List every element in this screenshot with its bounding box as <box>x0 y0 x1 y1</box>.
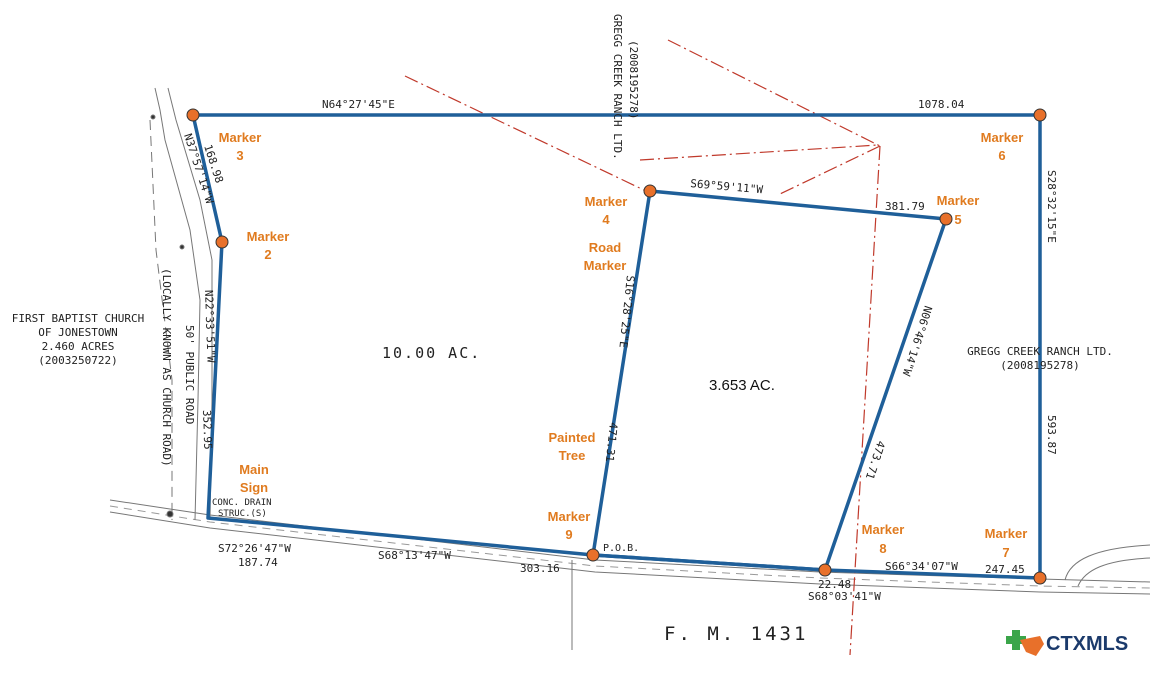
marker-dot-2 <box>215 235 229 249</box>
public-road-line1: 50' PUBLIC ROAD <box>183 325 196 424</box>
north-distance: 1078.04 <box>918 98 965 111</box>
inner-left-distance: 471.31 <box>603 422 620 463</box>
marker-7-label-b: 7 <box>1002 545 1009 560</box>
texas-icon <box>1006 630 1044 656</box>
inner-left-bearing: S16°28'25"E <box>616 275 637 349</box>
drain-label-2: STRUC.(S) <box>218 509 267 519</box>
left-doc: (2003250722) <box>38 354 117 367</box>
road-edges <box>109 499 1151 595</box>
left-area: 2.460 ACRES <box>42 340 115 353</box>
right-doc: (2008195278) <box>1000 359 1079 372</box>
left-owner-line2: OF JONESTOWN <box>38 326 117 339</box>
s3-bearing: S68°03'41"W <box>808 590 881 603</box>
pob-label: P.O.B. <box>603 543 639 554</box>
inner-top-bearing: S69°59'11"W <box>690 177 764 196</box>
main-sign-label-a: Main <box>239 462 269 477</box>
main-area-label: 10.00 AC. <box>382 344 481 362</box>
marker-dot-4 <box>643 184 657 198</box>
marker-4-label-b: 4 <box>602 212 610 227</box>
marker-6-label-a: Marker <box>981 130 1024 145</box>
marker-8-label-b: 8 <box>879 541 886 556</box>
west-distance: 352.95 <box>200 410 214 450</box>
drain-label-1: CONC. DRAIN <box>212 498 272 508</box>
s2-bearing: S66°34'07"W <box>885 560 958 573</box>
s3-distance: 22.48 <box>818 578 851 591</box>
marker-4-label-a: Marker <box>585 194 628 209</box>
north-bearing: N64°27'45"E <box>322 98 395 111</box>
marker-dot-3 <box>186 108 200 122</box>
sw-bearing: S72°26'47"W <box>218 542 291 555</box>
s1-distance: 303.16 <box>520 562 560 575</box>
east-distance: 593.87 <box>1045 415 1058 455</box>
marker-5-label-a: Marker <box>937 193 980 208</box>
marker-7-label-a: Marker <box>985 526 1028 541</box>
marker-dot-5 <box>939 212 953 226</box>
sw-distance: 187.74 <box>238 556 278 569</box>
right-owner: GREGG CREEK RANCH LTD. <box>967 345 1113 358</box>
marker-dot-8 <box>818 563 832 577</box>
left-owner-line1: FIRST BAPTIST CHURCH <box>12 312 144 325</box>
marker-dots <box>186 108 1047 585</box>
road-marker-label-a: Road <box>589 240 622 255</box>
s1-bearing: S68°13'47"W <box>378 549 451 562</box>
logo-text: CTXMLS <box>1046 633 1128 655</box>
east-bearing: S28°32'15"E <box>1045 170 1058 243</box>
parcel-labels: FIRST BAPTIST CHURCH OF JONESTOWN 2.460 … <box>12 14 1113 645</box>
marker-5-label-b: 5 <box>954 212 961 227</box>
marker-9-label-a: Marker <box>548 509 591 524</box>
marker-dot-7 <box>1033 571 1047 585</box>
marker-3-label-b: 3 <box>236 148 243 163</box>
marker-2-label-a: Marker <box>247 229 290 244</box>
painted-tree-label-b: Tree <box>559 448 586 463</box>
marker-3-label-a: Marker <box>219 130 262 145</box>
top-owner: GREGG CREEK RANCH LTD. <box>611 14 624 160</box>
public-road-line2: (LOCALLY KNOWN AS CHURCH ROAD) <box>160 268 173 467</box>
top-doc: (2008195278) <box>627 40 640 119</box>
marker-dot-6 <box>1033 108 1047 122</box>
west-bearing: N22°33'51"W <box>202 290 218 364</box>
main-sign-label-b: Sign <box>240 480 268 495</box>
marker-8-label-a: Marker <box>862 522 905 537</box>
marker-6-label-b: 6 <box>998 148 1005 163</box>
painted-tree-label-a: Painted <box>549 430 596 445</box>
s2-distance: 247.45 <box>985 563 1025 576</box>
marker-9-label-b: 9 <box>565 527 572 542</box>
road-name: F. M. 1431 <box>664 623 808 645</box>
marker-dot-9 <box>586 548 600 562</box>
marker-2-label-b: 2 <box>264 247 271 262</box>
ctxmls-logo: CTXMLS <box>1006 630 1128 656</box>
easement-lines <box>404 39 881 656</box>
inner-top-distance: 381.79 <box>885 200 925 213</box>
inner-area-label: 3.653 AC. <box>709 377 775 394</box>
road-marker-label-b: Marker <box>584 258 627 273</box>
marker-labels: Marker 3 Marker 2 Marker 4 Road Marker M… <box>219 130 1028 560</box>
